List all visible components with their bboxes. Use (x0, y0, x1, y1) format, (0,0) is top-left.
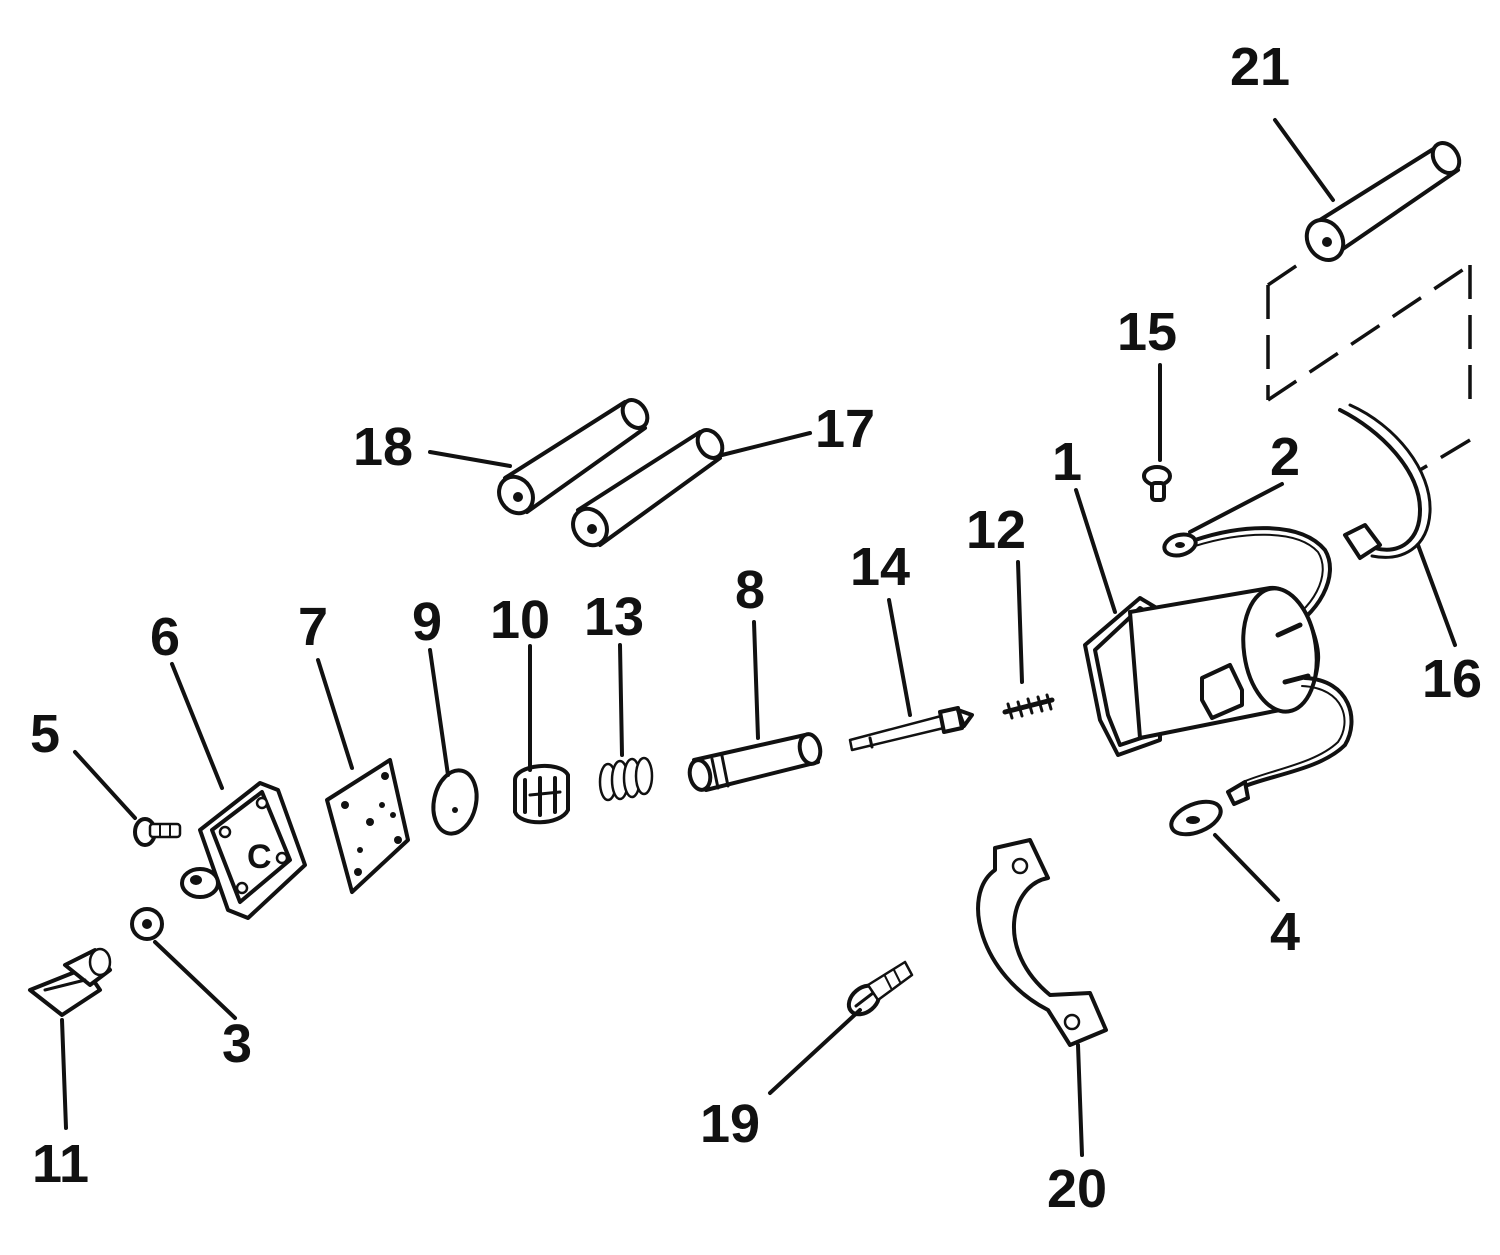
part-2-lead-wire (1162, 526, 1332, 637)
part-20-clamp (976, 838, 1108, 1047)
callout-6: 6 (150, 607, 180, 667)
callout-7: 7 (298, 597, 328, 657)
part-16-clip (1338, 403, 1432, 560)
callout-11: 11 (32, 1134, 89, 1194)
callout-2: 2 (1270, 427, 1300, 487)
callout-14: 14 (850, 537, 910, 597)
part-17-tube (571, 428, 725, 548)
callout-15: 15 (1117, 302, 1177, 362)
callout-19: 19 (700, 1094, 760, 1154)
part-11-fitting (28, 947, 112, 1017)
part-7-gasket (325, 758, 410, 894)
installation-dashed-outline (1266, 260, 1472, 472)
callout-3: 3 (222, 1014, 252, 1074)
part-13-spring (598, 756, 654, 802)
callout-12: 12 (966, 500, 1026, 560)
part-12-spring (1002, 693, 1055, 720)
svg-text:C: C (247, 838, 272, 876)
callout-1: 1 (1052, 432, 1082, 492)
part-18-tube (497, 398, 650, 516)
part-5-screw (133, 817, 182, 847)
callout-9: 9 (412, 592, 442, 652)
part-4-lead-wire (1169, 676, 1354, 837)
callout-17: 17 (815, 399, 875, 459)
callout-16: 16 (1422, 649, 1482, 709)
callout-10: 10 (490, 590, 550, 650)
part-15-screw (1142, 465, 1172, 502)
callout-4: 4 (1270, 902, 1300, 962)
part-10-retainer (513, 763, 570, 825)
callout-18: 18 (353, 417, 413, 477)
part-1-solenoid-body (1083, 585, 1321, 757)
part-9-disc (431, 768, 479, 836)
part-3-washer (130, 907, 164, 941)
part-19-bolt (846, 960, 914, 1017)
part-8-plunger (687, 732, 823, 792)
callout-13: 13 (584, 587, 644, 647)
leader-lines (60, 118, 1457, 1157)
callout-5: 5 (30, 704, 60, 764)
part-21-tube (1304, 141, 1462, 262)
callout-21: 21 (1230, 37, 1290, 97)
part-14-plunger-pin (848, 706, 974, 752)
callout-20: 20 (1047, 1159, 1107, 1219)
callout-labels: 21 15 18 17 2 1 12 14 8 13 10 9 7 6 5 16… (30, 37, 1482, 1219)
part-6-cover-plate: C (180, 781, 307, 920)
callout-8: 8 (735, 560, 765, 620)
